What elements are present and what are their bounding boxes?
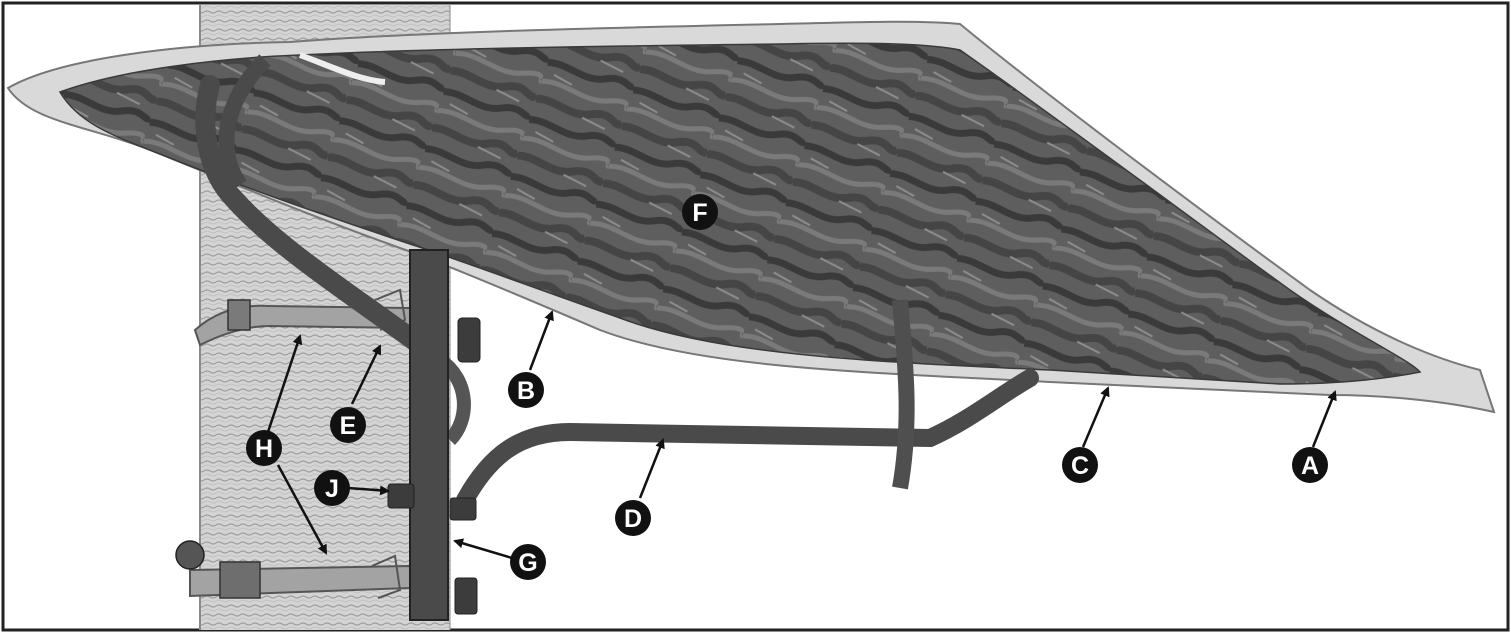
vertical-post [410, 250, 448, 620]
svg-text:B: B [517, 377, 535, 405]
callout-c: C [1062, 447, 1098, 483]
callout-b: B [508, 372, 544, 408]
callout-f: F [682, 194, 718, 230]
svg-text:C: C [1071, 452, 1089, 480]
callout-g: G [510, 544, 546, 580]
svg-text:A: A [1301, 452, 1319, 480]
callout-a: A [1292, 447, 1328, 483]
svg-text:H: H [255, 435, 273, 463]
svg-text:J: J [325, 475, 339, 503]
svg-text:G: G [518, 549, 537, 577]
callout-d: D [615, 500, 651, 536]
svg-text:D: D [624, 505, 642, 533]
svg-text:F: F [692, 199, 707, 227]
callout-j: J [314, 470, 350, 506]
callout-e: E [330, 407, 366, 443]
callout-h: H [246, 430, 282, 466]
svg-text:E: E [340, 412, 357, 440]
